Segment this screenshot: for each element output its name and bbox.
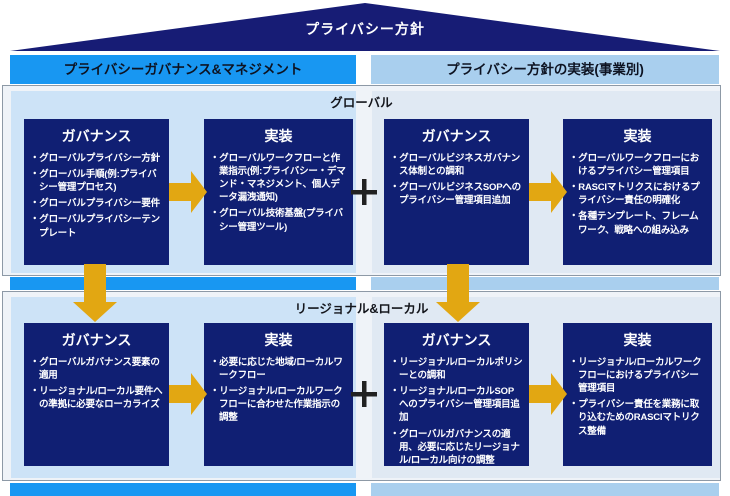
governance-box: ガバナンス・リージョナル/ローカルポリシーとの調和・リージョナル/ローカルSOP… <box>384 323 529 466</box>
bullet-item: ・必要に応じた地域/ローカルワークフロー <box>210 357 343 382</box>
bullet-item: ・グローバルワークフローにおけるプライバシー管理項目 <box>569 153 700 178</box>
right-arrow-icon <box>169 171 207 213</box>
header-policy-implementation: プライバシー方針の実装(事業別) <box>371 55 719 84</box>
bullet-item: ・リージョナル/ローカル要件への準拠に必要なローカライズ <box>30 386 163 411</box>
bullet-item: ・グローバル技術基盤(プライバシー管理ツール) <box>210 208 343 233</box>
bullet-item: ・グローバルビジネスガバナンス体制との調和 <box>390 153 521 178</box>
governance-box-title: ガバナンス <box>421 128 492 144</box>
bullet-item: ・各種テンプレート、フレームワーク、戦略への組み込み <box>569 211 699 236</box>
roof-title: プライバシー方針 <box>305 21 425 37</box>
plus-icon <box>351 381 377 407</box>
implementation-box-title: 実装 <box>623 128 652 144</box>
down-arrow-icon <box>436 264 480 322</box>
implementation-box: 実装・リージョナル/ローカルワークフローにおけるプライバシー管理項目・プライバシ… <box>563 323 712 466</box>
right-arrow-icon <box>529 373 567 415</box>
bullet-item: ・リージョナル/ローカルワークフローにおけるプライバシー管理項目 <box>569 357 702 395</box>
bullet-item: ・グローバルガバナンス要素の適用 <box>30 357 160 382</box>
bullet-item: ・リージョナル/ローカルポリシーとの調和 <box>390 357 523 382</box>
down-arrow-icon <box>73 264 117 322</box>
band-regional-local: リージョナル&ローカル ガバナンス・グローバルガバナンス要素の適用・リージョナル… <box>2 291 721 481</box>
bullet-item: ・グローバルプライバシー要件 <box>30 198 160 210</box>
right-arrow-icon <box>529 171 567 213</box>
governance-box-title: ガバナンス <box>61 332 132 348</box>
governance-box-title: ガバナンス <box>61 128 132 144</box>
right-arrow-icon <box>169 373 207 415</box>
implementation-box-title: 実装 <box>264 332 293 348</box>
bullet-item: ・グローバルワークフローと作業指示(例:プライバシー・デマンド・マネジメント、個… <box>210 153 346 204</box>
bullet-item: ・グローバルプライバシー方針 <box>30 153 160 164</box>
governance-box: ガバナンス・グローバルビジネスガバナンス体制との調和・グローバルビジネスSOPへ… <box>384 119 529 265</box>
plus-icon <box>351 179 377 205</box>
bullet-item: ・グローバル手順(例:プライバシー管理プロセス) <box>30 169 157 194</box>
implementation-box: 実装・グローバルワークフローにおけるプライバシー管理項目・RASCIマトリクスに… <box>563 119 712 265</box>
band-global-title: グローバル <box>330 96 393 110</box>
footer-bar-right <box>371 483 719 496</box>
governance-box: ガバナンス・グローバルガバナンス要素の適用・リージョナル/ローカル要件への準拠に… <box>24 323 169 466</box>
bullet-item: ・リージョナル/ローカルワークフローに合わせた作業指示の調整 <box>210 386 343 424</box>
implementation-box: 実装・グローバルワークフローと作業指示(例:プライバシー・デマンド・マネジメント… <box>204 119 353 265</box>
band-regional-local-title: リージョナル&ローカル <box>294 302 429 316</box>
bullet-item: ・プライバシー責任を業務に取り込むためのRASCIマトリクス整備 <box>569 399 700 437</box>
bullet-item: ・RASCIマトリクスにおけるプライバシー責任の明確化 <box>569 182 700 207</box>
implementation-box-title: 実装 <box>623 332 652 348</box>
governance-box: ガバナンス・グローバルプライバシー方針・グローバル手順(例:プライバシー管理プロ… <box>24 119 169 265</box>
bullet-item: ・グローバルビジネスSOPへのプライバシー管理項目追加 <box>390 182 521 207</box>
column-strip-right <box>371 277 719 290</box>
governance-box-title: ガバナンス <box>421 332 492 348</box>
roof-triangle <box>10 3 720 51</box>
implementation-box: 実装・必要に応じた地域/ローカルワークフロー・リージョナル/ローカルワークフロー… <box>204 323 353 466</box>
bullet-item: ・グローバルガバナンスの適用、必要に応じたリージョナル/ローカル向けの調整 <box>390 428 520 466</box>
bullet-item: ・グローバルプライバシーテンプレート <box>30 214 160 239</box>
band-global: グローバル ガバナンス・グローバルプライバシー方針・グローバル手順(例:プライバ… <box>2 85 721 276</box>
column-strip-left <box>10 277 356 290</box>
bullet-item: ・リージョナル/ローカルSOPへのプライバシー管理項目追加 <box>390 386 520 424</box>
footer-bar-left <box>10 483 356 496</box>
header-governance-management: プライバシーガバナンス&マネジメント <box>10 55 356 84</box>
implementation-box-title: 実装 <box>264 128 293 144</box>
